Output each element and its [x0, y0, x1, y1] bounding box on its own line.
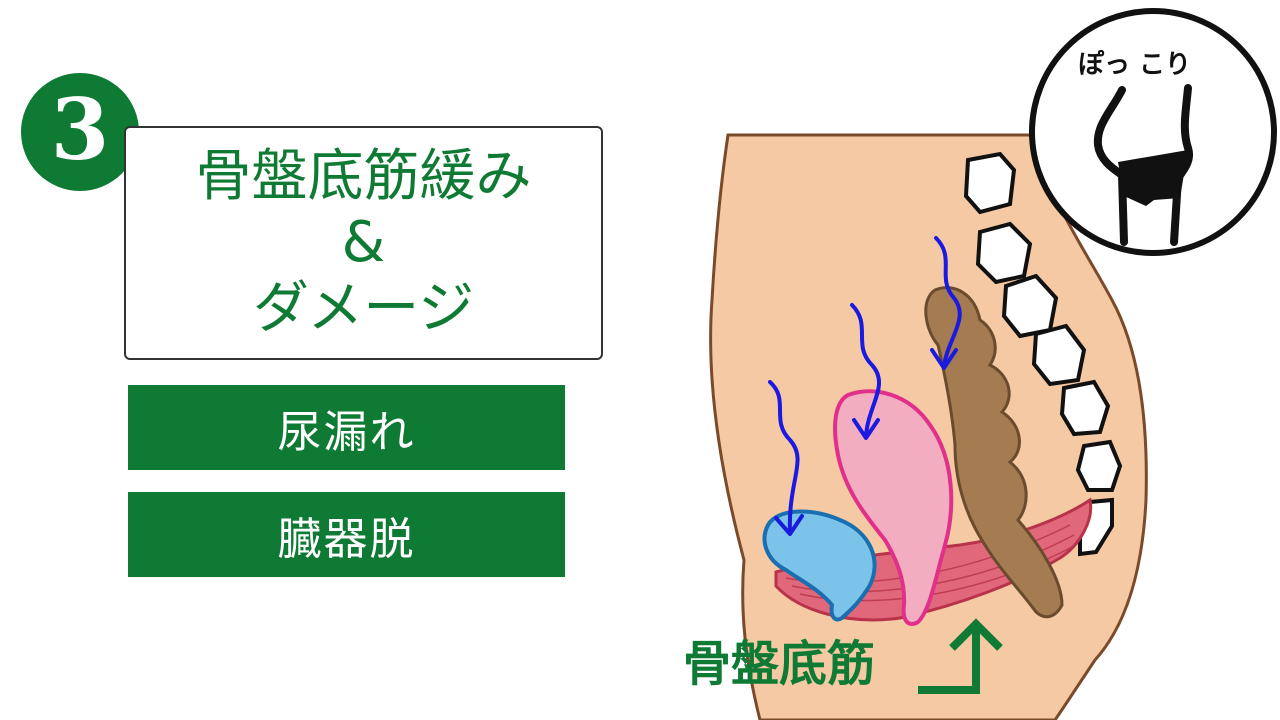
vertebra: [1059, 379, 1111, 437]
arrow-down-icon: [850, 303, 882, 438]
uterus: [833, 389, 954, 626]
arrow-down-icon: [768, 380, 800, 534]
tag-urinary-leakage: 尿漏れ: [128, 385, 565, 470]
title-line-2: &: [341, 210, 386, 275]
inset-label: ぽっ こり: [1078, 50, 1192, 80]
arrow-down-icon: [934, 236, 962, 368]
arrow-down-icon: [774, 514, 804, 536]
title-box: 骨盤底筋緩み & ダメージ: [124, 126, 603, 360]
tag-organ-prolapse: 臓器脱: [128, 492, 565, 577]
arrow-up-icon: [918, 618, 1003, 694]
rectum: [924, 286, 1064, 619]
vertebra: [1031, 323, 1087, 387]
belly-inset: [1029, 8, 1277, 256]
vertebra: [975, 221, 1033, 285]
arrow-down-icon: [852, 418, 880, 440]
underwear-band: [1118, 150, 1188, 206]
title-line-1: 骨盤底筋緩み: [195, 144, 532, 209]
pelvic-floor-label: 骨盤底筋: [683, 636, 876, 692]
step-number-badge: 3: [21, 73, 139, 191]
vertebra: [963, 151, 1017, 215]
step-number: 3: [50, 80, 110, 179]
bladder: [762, 509, 877, 622]
title-line-3: ダメージ: [252, 276, 475, 341]
pressure-arrows: [768, 236, 962, 536]
vertebra: [1075, 439, 1123, 492]
arrow-down-icon: [930, 348, 958, 370]
